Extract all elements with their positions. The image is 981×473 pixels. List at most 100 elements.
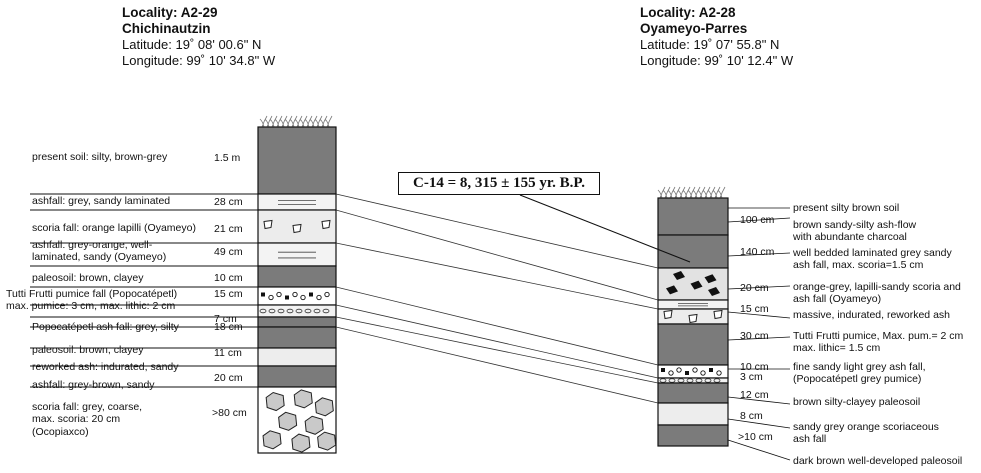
right-layer-description: with abundante charcoal: [792, 231, 907, 243]
left-layer-scoria-clast: [314, 397, 334, 417]
correlation-line: [335, 242, 659, 310]
left-layer-description: ashfall: grey, sandy laminated: [32, 195, 170, 207]
right-layer: [657, 234, 729, 269]
left-layer-scoria-clast: [265, 391, 285, 412]
right-label-leader: [727, 285, 791, 290]
left-layer-description: scoria fall: grey, coarse,: [32, 401, 142, 413]
left-layer-description: paleosoil: brown, clayey: [32, 344, 144, 356]
correlation-line: [335, 286, 659, 366]
right-layer-thickness: 30 cm: [740, 330, 769, 342]
left-layer-oval-clast: [313, 308, 321, 314]
left-layer-pumice-clast: [300, 294, 306, 301]
left-layer: [257, 193, 337, 211]
correlation-line: [335, 209, 659, 301]
right-locality-id: Locality: A2-28: [640, 5, 736, 20]
right-layer-description: brown sandy-silty ash-flow: [793, 219, 917, 231]
left-layer: [257, 326, 337, 349]
right-layer: [657, 197, 729, 236]
left-layer: [257, 316, 337, 328]
left-layer-pumice-clast: [268, 294, 274, 301]
left-layer: [257, 265, 337, 288]
right-locality-header: Locality: A2-28 Oyameyo-Parres Latitude:…: [640, 5, 793, 69]
left-layer-scoria-clast: [317, 431, 337, 451]
right-layer-oval-clast: [713, 378, 721, 383]
right-layer-thickness: 8 cm: [740, 410, 763, 422]
left-layer-pumice-clast: [324, 291, 330, 298]
left-layer-thickness: 21 cm: [214, 223, 243, 235]
right-layer: [657, 424, 729, 447]
left-layer-description: max. scoria: 20 cm: [32, 413, 120, 425]
right-layer-oval-clast: [704, 378, 712, 383]
left-layer-thickness: 20 cm: [214, 372, 243, 384]
left-layer-oval-clast: [295, 308, 303, 314]
left-layer-pumice-clast: [292, 291, 298, 298]
right-layer-charcoal-fragment: [673, 271, 685, 280]
right-longitude: Longitude: 99˚ 10' 12.4" W: [640, 53, 794, 68]
right-layer-description: present silty brown soil: [793, 202, 899, 214]
c14-pointer-line: [519, 194, 691, 263]
right-layer-description: Tutti Frutti pumice, Max. pum.= 2 cm: [793, 330, 964, 342]
left-layer: [257, 242, 337, 267]
left-layer-description: Tutti Frutti pumice fall (Popocatépetl): [6, 288, 177, 300]
right-layer-description: sandy grey orange scoriaceous: [793, 421, 939, 433]
right-layer-pumice-clast: [716, 370, 722, 376]
left-layer-description: ashfall: grey-orange, well-: [32, 239, 153, 251]
right-layer-thickness: 10 cm: [740, 361, 769, 373]
left-layer-scoria-clast: [293, 389, 313, 409]
right-layer-oval-clast: [686, 378, 694, 383]
right-layer: [657, 299, 729, 310]
right-latitude: Latitude: 19˚ 07' 55.8" N: [640, 37, 780, 52]
left-layer-description: scoria fall: orange lapilli (Oyameyo): [32, 222, 196, 234]
left-layer-lithic: [285, 295, 289, 300]
right-vegetation-symbol: [657, 186, 726, 199]
right-layer-description: fine sandy light grey ash fall,: [793, 361, 926, 373]
left-layer-lapillus: [321, 219, 331, 230]
right-layer-lithic: [709, 368, 713, 372]
right-layer-pumice-clast: [668, 370, 674, 376]
left-layer-thickness: 7 cm: [214, 313, 237, 325]
left-layer: [257, 365, 337, 388]
left-layer-oval-clast: [277, 308, 285, 314]
left-layer-description: reworked ash: indurated, sandy: [32, 361, 179, 373]
right-label-leader: [727, 418, 791, 429]
left-layer-oval-clast: [304, 308, 312, 314]
left-layer-thickness: 1.5 m: [214, 152, 241, 164]
right-layer: [657, 382, 729, 404]
left-layer-oval-clast: [268, 308, 276, 314]
right-layer-description: (Popocatépetl grey pumice): [793, 373, 921, 385]
left-layer-thickness: 28 cm: [214, 196, 243, 208]
left-layer-thickness: 49 cm: [214, 246, 243, 258]
left-layer-oval-clast: [286, 308, 294, 314]
correlation-line: [335, 193, 659, 269]
right-layer-thickness: >10 cm: [738, 431, 773, 443]
left-layer-description: (Ocopiaxco): [32, 426, 89, 438]
right-layer-description: well bedded laminated grey sandy: [792, 247, 953, 259]
c14-date-label: C-14 = 8, 315 ± 155 yr. B.P.: [398, 172, 600, 195]
right-layer-lapillus: [688, 313, 698, 324]
left-layer-lapillus: [292, 223, 302, 234]
left-layer-oval-clast: [259, 308, 267, 314]
right-layer-lithic: [685, 371, 689, 375]
left-layer-thickness: 10 cm: [214, 272, 243, 284]
right-label-leader: [727, 252, 791, 257]
left-layer: [257, 304, 337, 318]
left-locality-id: Locality: A2-29: [122, 5, 218, 20]
right-label-leader: [727, 396, 791, 405]
right-layer-thickness: 140 cm: [740, 246, 775, 258]
right-layer-description: ash fall, max. scoria=1.5 cm: [793, 259, 924, 271]
right-layer-pumice-clast: [676, 367, 682, 373]
left-layer-description: max. pumice: 3 cm, max. lithic: 2 cm: [6, 300, 175, 312]
right-layer-charcoal-fragment: [708, 287, 720, 296]
left-layer: [257, 126, 337, 195]
right-layer-pumice-clast: [692, 367, 698, 373]
right-label-leader: [727, 311, 791, 319]
left-layer-description: ashfall: grey-brown, sandy: [32, 379, 155, 391]
left-layer-scoria-clast: [262, 430, 282, 450]
left-layer-thickness: 15 cm: [214, 288, 243, 300]
left-layer-scoria-clast: [278, 411, 298, 431]
right-layer-description: brown silty-clayey paleosoil: [793, 396, 920, 408]
left-layer-thickness: >80 cm: [212, 407, 247, 419]
left-latitude: Latitude: 19˚ 08' 00.6" N: [122, 37, 262, 52]
right-layer-description: ash fall: [793, 433, 826, 445]
